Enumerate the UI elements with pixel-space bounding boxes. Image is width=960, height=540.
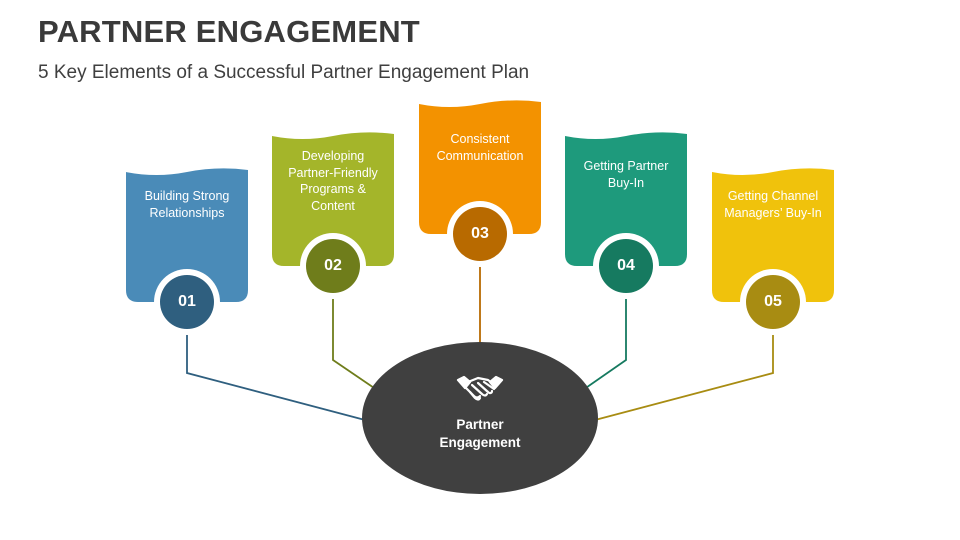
page-subtitle: 5 Key Elements of a Successful Partner E… (38, 62, 530, 83)
card-text-05: Getting Channel Managers’ Buy-In (724, 189, 822, 220)
number-circle-01 (160, 275, 214, 329)
page-title: PARTNER ENGAGEMENT (38, 14, 420, 49)
card-text-03: Consistent Communication (436, 132, 524, 163)
hub-ellipse (362, 342, 598, 494)
card-04 (565, 132, 687, 266)
number-label-02: 02 (324, 257, 342, 274)
hub-label-line2: Engagement (439, 435, 521, 450)
number-label-01: 01 (178, 293, 196, 310)
handshake-icon (456, 375, 504, 401)
card-text-02: Developing Partner-Friendly Programs & C… (288, 149, 378, 213)
card-01 (126, 168, 248, 302)
number-label-05: 05 (764, 293, 782, 310)
connector-line-01 (186, 329, 366, 421)
number-label-03: 03 (471, 225, 489, 242)
number-circle-05 (746, 275, 800, 329)
connector-line-02 (332, 293, 381, 393)
number-label-04: 04 (617, 257, 635, 274)
card-text-04: Getting Partner Buy-In (583, 159, 669, 190)
number-circle-03 (453, 207, 507, 261)
cards (126, 100, 834, 335)
hub-label-line1: Partner (456, 417, 504, 432)
number-circle-02 (306, 239, 360, 293)
connector-line-04 (579, 293, 627, 393)
hub-label: Partner Engagement (410, 416, 550, 452)
connector-line-05 (594, 329, 774, 421)
card-02 (272, 132, 394, 266)
card-03 (419, 100, 541, 235)
card-text-01: Building Strong Relationships (144, 189, 230, 220)
connectors (186, 261, 774, 421)
number-circle-04 (599, 239, 653, 293)
card-05 (712, 168, 834, 302)
